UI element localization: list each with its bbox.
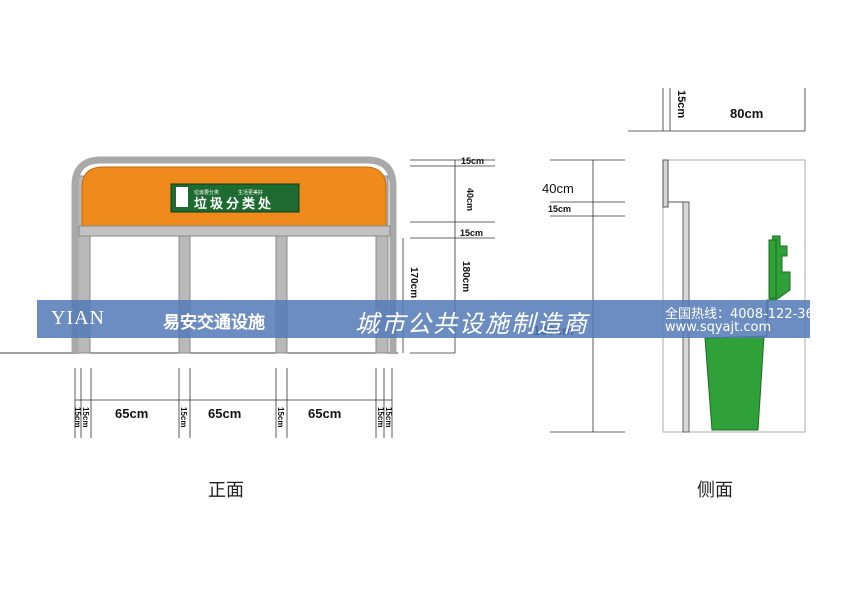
side-view: 15cm 80cm 40cm 15cm 180cm 侧面: [533, 88, 806, 501]
side-dimension-lines: [550, 88, 806, 433]
front-right-dimensions: [402, 159, 495, 354]
watermark-banner: YIAN 易安交通设施 城市公共设施制造商 全国热线：4008-122-369 …: [37, 300, 822, 338]
side-sign-profile: [662, 159, 669, 208]
dim-front-post-w6: 15cm: [384, 407, 393, 427]
sign-small-left: 垃圾要分类: [194, 189, 219, 196]
side-caption: 侧面: [697, 480, 733, 501]
side-bin-lid: [768, 239, 777, 299]
dim-front-post-w2: 15cm: [81, 407, 90, 427]
brand-logo: YIAN: [51, 307, 105, 329]
dim-front-clear: 170cm: [408, 267, 419, 298]
dim-side-beam: 15cm: [548, 204, 571, 214]
side-outline: [662, 159, 806, 433]
side-bin: [704, 235, 791, 431]
hotline-text: 全国热线：4008-122-369: [665, 307, 823, 322]
front-bottom-dimensions: [74, 368, 393, 438]
sign-board: [170, 183, 300, 213]
dim-front-post-w5: 15cm: [376, 407, 385, 427]
dim-front-span-1: 65cm: [115, 406, 148, 421]
dim-front-span-3: 65cm: [308, 406, 341, 421]
crossbeam: [78, 225, 391, 237]
recycle-icon: [176, 187, 188, 207]
banner-slogan: 城市公共设施制造商: [355, 310, 589, 338]
dim-front-post-w1: 15cm: [73, 407, 82, 427]
dim-front-post-w4: 15cm: [276, 407, 285, 427]
dim-front-post: 180cm: [460, 261, 471, 292]
dim-front-span-2: 65cm: [208, 406, 241, 421]
front-caption: 正面: [208, 480, 244, 501]
dim-front-post-w3: 15cm: [179, 407, 188, 427]
front-view: 垃圾要分类 生活更美好 垃圾分类处 15cm 40cm 15cm 180cm 1…: [0, 156, 495, 501]
dim-side-top: 15cm: [675, 90, 687, 118]
sign-small-right: 生活更美好: [238, 189, 263, 196]
dim-side-width: 80cm: [730, 106, 763, 121]
dim-front-sign: 40cm: [465, 188, 475, 211]
dim-front-beam: 15cm: [460, 228, 483, 238]
frame-outline: [71, 156, 397, 353]
website-link[interactable]: www.sqyajt.com: [665, 320, 772, 335]
dim-front-top: 15cm: [461, 156, 484, 166]
company-name: 易安交通设施: [163, 313, 265, 333]
sign-title: 垃圾分类处: [194, 196, 274, 212]
dim-side-sign: 40cm: [542, 181, 574, 196]
